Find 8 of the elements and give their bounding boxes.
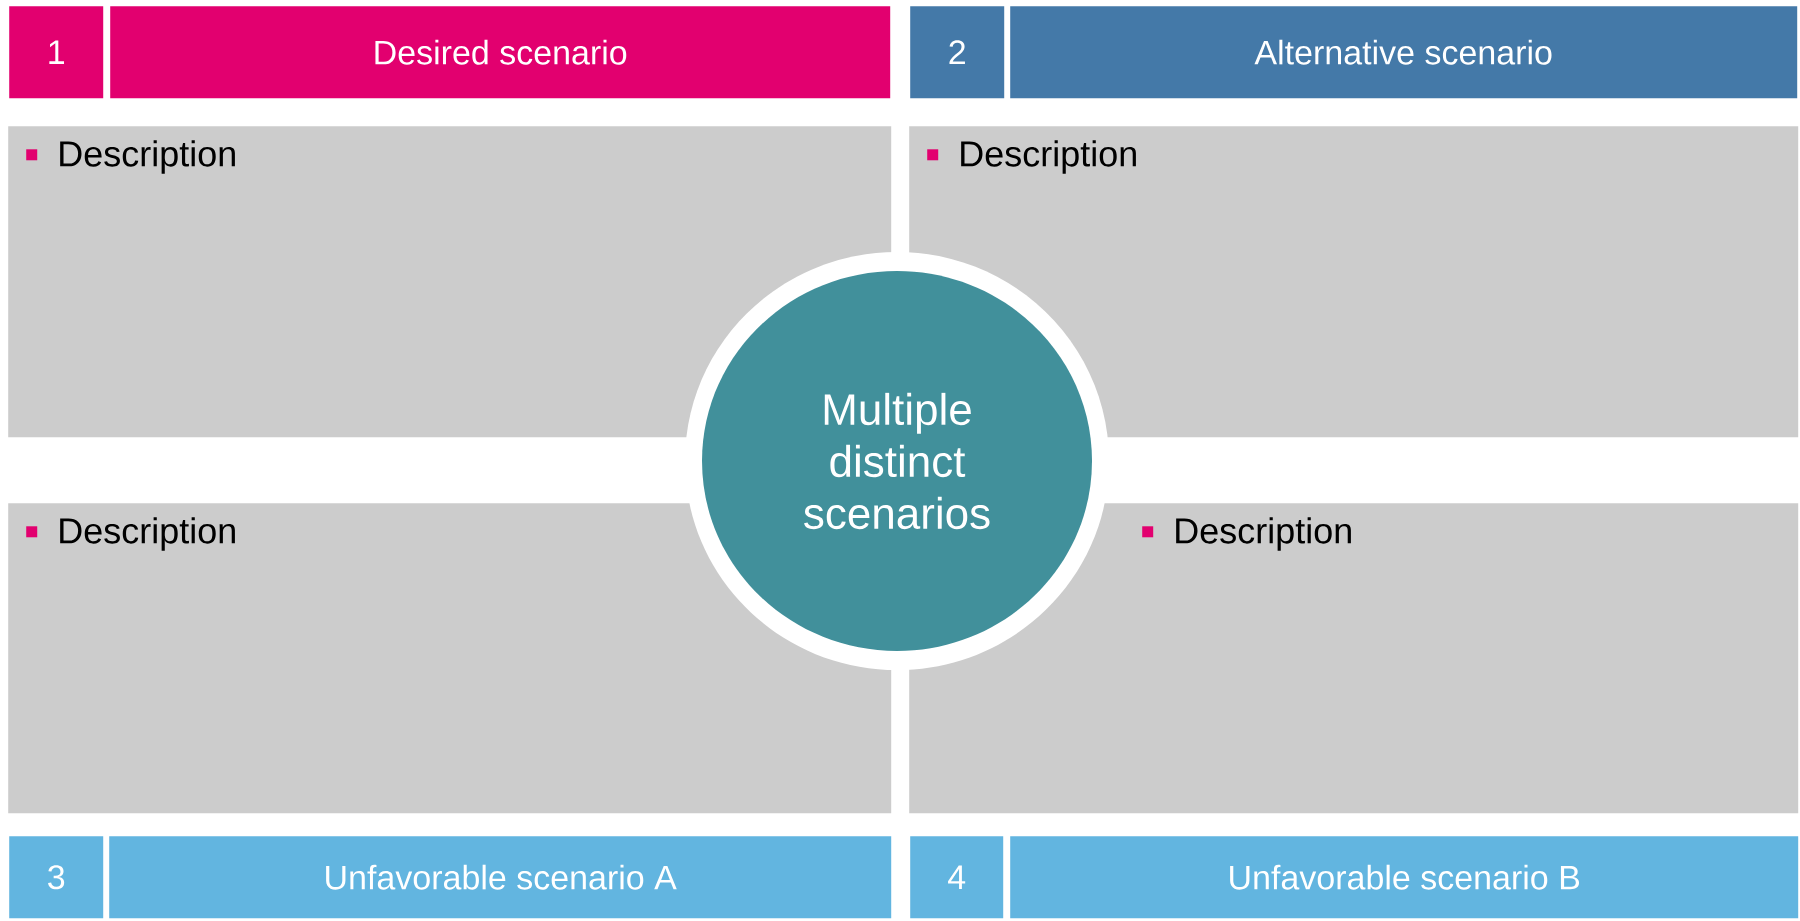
- header-bar: Desired scenario: [110, 6, 891, 99]
- header-bar: Unfavorable scenario B: [1010, 836, 1799, 919]
- header-bar: 4: [910, 836, 1004, 919]
- header-bar: 3: [9, 836, 104, 919]
- header-bar: 2: [910, 6, 1005, 99]
- header-bar: Unfavorable scenario A: [109, 836, 892, 919]
- header-bar: Alternative scenario: [1010, 6, 1798, 99]
- header-bar: 1: [9, 6, 104, 99]
